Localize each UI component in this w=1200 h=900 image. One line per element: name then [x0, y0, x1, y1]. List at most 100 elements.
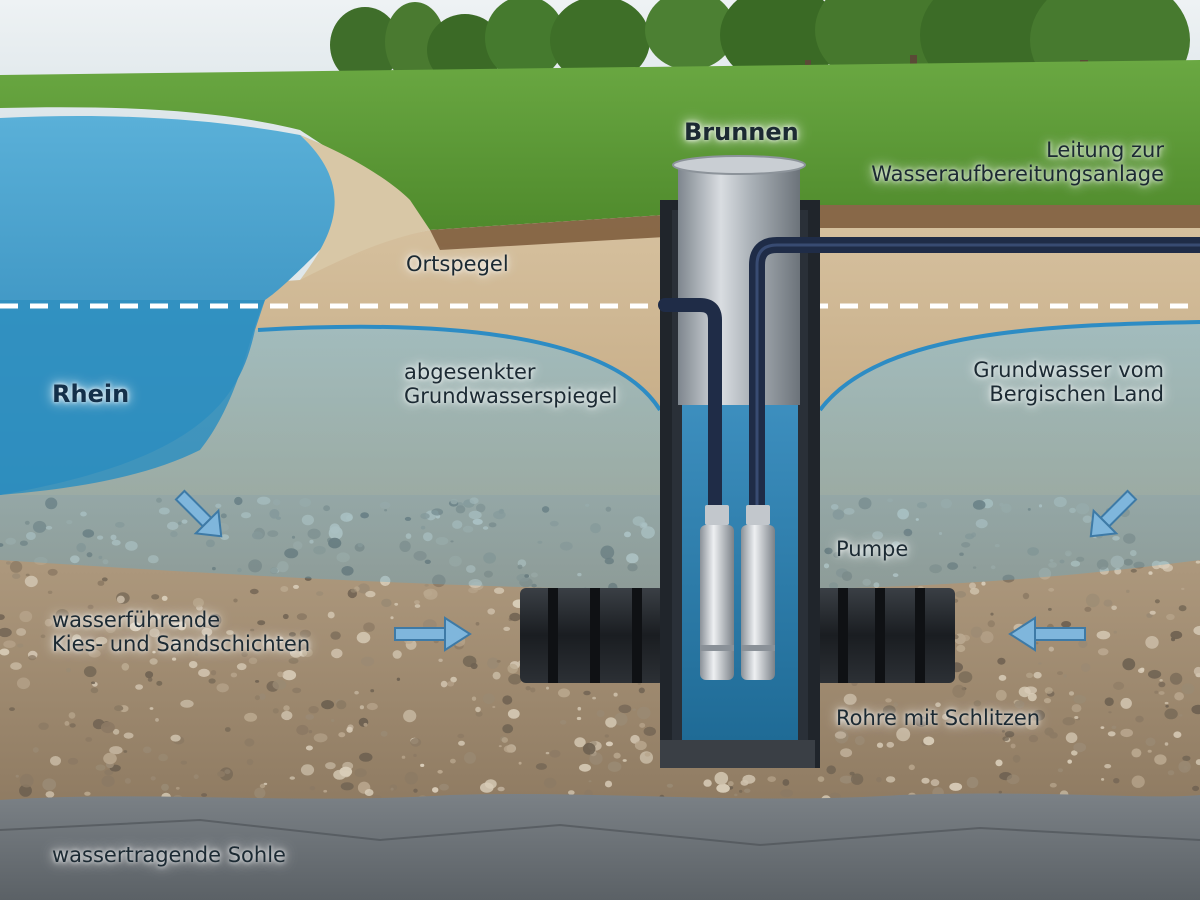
gravel-stone: [25, 573, 30, 577]
gravel-stone: [161, 783, 169, 791]
gravel-stone: [475, 622, 480, 626]
gravel-stone: [908, 764, 915, 771]
gravel-stone: [487, 608, 496, 615]
gravel-stone: [67, 757, 79, 765]
gravel-stone: [305, 714, 315, 720]
gravel-stone: [413, 753, 417, 758]
gravel-stone: [885, 698, 892, 703]
gravel-stone: [147, 677, 153, 682]
gravel-stone: [201, 627, 213, 637]
gravel-stone: [28, 655, 37, 661]
gravel-stone: [450, 676, 457, 683]
gravel-stone: [105, 622, 116, 634]
gravel-stone: [183, 645, 190, 650]
gravel-stone: [19, 784, 32, 797]
gravel-stone: [1057, 768, 1063, 773]
groundwater-zone: [0, 320, 1200, 590]
gravel-stone: [995, 689, 1007, 701]
label-grundwasser-line1: Grundwasser vom: [973, 358, 1164, 382]
gravel-stone: [0, 648, 10, 656]
gravel-stone: [930, 779, 940, 787]
gravel-stone: [882, 705, 896, 716]
gravel-stone: [1154, 599, 1160, 604]
gravel-stone: [956, 644, 966, 653]
gravel-stone: [1044, 727, 1054, 736]
gravel-stone: [151, 594, 160, 600]
gravel-stone: [396, 677, 401, 681]
gravel-stone: [1179, 714, 1183, 717]
gravel-stone: [637, 682, 641, 685]
gravel-stone: [525, 686, 531, 691]
gravel-stone: [338, 732, 346, 738]
gravel-stone: [605, 717, 617, 728]
gravel-stone: [576, 716, 582, 721]
gravel-stone: [42, 778, 57, 791]
gravel-stone: [244, 738, 255, 747]
gravel-stone: [40, 634, 46, 639]
gravel-stone: [530, 687, 536, 693]
gravel-stone: [1038, 662, 1042, 665]
gravel-stone: [0, 627, 12, 638]
gravel-stone: [643, 726, 656, 737]
gravel-stone: [45, 791, 55, 798]
gravel-stone: [987, 620, 995, 628]
gravel-stone: [1002, 736, 1009, 741]
gravel-stone: [644, 752, 651, 757]
gravel-stone: [1182, 755, 1191, 761]
gravel-stone: [299, 629, 311, 638]
gravel-stone: [254, 787, 266, 799]
gravel-stone: [1025, 720, 1038, 730]
gravel-stone: [1063, 674, 1067, 678]
gravel-stone: [509, 612, 521, 622]
gravel-stone: [739, 789, 743, 793]
gravel-stone: [288, 632, 296, 637]
gravel-stone: [518, 761, 522, 765]
gravel-stone: [744, 788, 751, 793]
gravel-stone: [932, 721, 938, 726]
gravel-stone: [1192, 785, 1200, 792]
gravel-stone: [123, 732, 134, 739]
gravel-stone: [390, 616, 394, 620]
gravel-stone: [622, 759, 627, 762]
gravel-stone: [423, 589, 433, 597]
gravel-stone: [1104, 764, 1112, 769]
gravel-stone: [952, 684, 966, 698]
gravel-stone: [666, 783, 674, 788]
gravel-stone: [494, 587, 505, 594]
gravel-stone: [152, 650, 156, 654]
gravel-stone: [180, 760, 188, 765]
gravel-stone: [95, 636, 108, 645]
gravel-stone: [331, 648, 343, 659]
gravel-stone: [91, 681, 96, 685]
gravel-stone: [1033, 671, 1042, 679]
gravel-stone: [503, 626, 511, 632]
gravel-stone: [241, 651, 248, 658]
gravel-stone: [834, 731, 847, 739]
gravel-stone: [170, 734, 181, 742]
gravel-stone: [546, 686, 549, 690]
gravel-stone: [502, 724, 514, 734]
gravel-stone: [1073, 694, 1087, 704]
gravel-stone: [1195, 759, 1200, 766]
label-abgesenkter-grundwasserspiegel: abgesenkter Grundwasserspiegel: [404, 360, 617, 408]
gravel-stone: [123, 750, 128, 753]
gravel-stone: [47, 568, 58, 576]
gravel-stone: [1113, 630, 1117, 634]
gravel-stone: [1104, 697, 1114, 706]
gravel-stone: [1164, 708, 1178, 720]
gravel-stone: [354, 768, 367, 778]
gravel-stone: [492, 705, 496, 709]
gravel-stone: [998, 674, 1007, 681]
gravel-stone: [47, 590, 53, 594]
gravel-stone: [365, 590, 376, 598]
gravel-stone: [1004, 731, 1015, 738]
gravel-stone: [69, 723, 76, 728]
gravel-stone: [155, 718, 159, 722]
gravel-stone: [470, 662, 478, 670]
gravel-stone: [545, 751, 550, 755]
label-brunnen: Brunnen: [684, 118, 799, 146]
gravel-stone: [404, 771, 418, 785]
gravel-stone: [1158, 691, 1165, 695]
gravel-stone: [1071, 704, 1082, 713]
gravel-stone: [114, 705, 124, 712]
